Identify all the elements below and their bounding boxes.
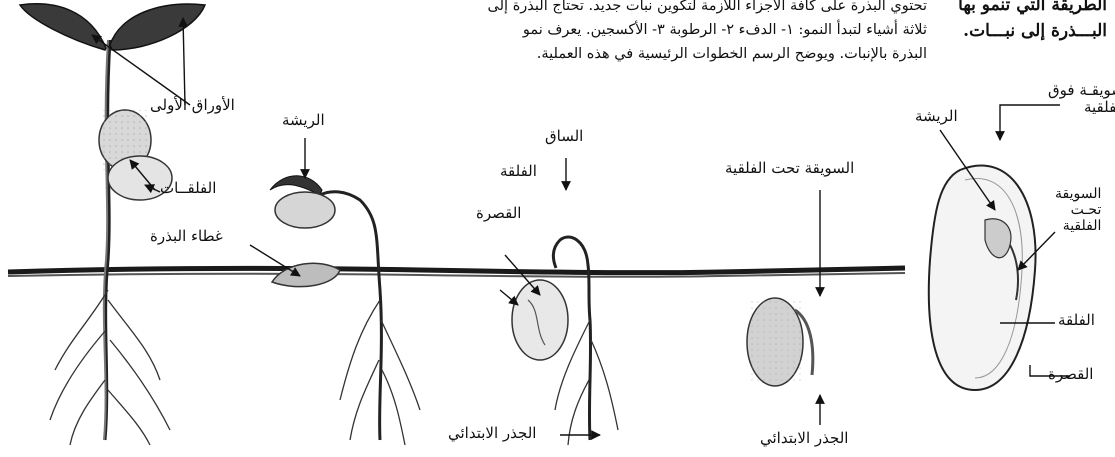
seed-outline [929, 166, 1036, 390]
plant-stage-young [270, 176, 420, 445]
label-epicotyl-line-2: الفلقية [1048, 99, 1115, 116]
leader-lines [92, 18, 1070, 435]
label-hypocotyl-seed: السويقة تحـت الفلقية [1055, 186, 1101, 234]
plant-stage-hook [512, 237, 618, 445]
label-cotyledon-seed: الفلقة [1058, 312, 1095, 329]
label-seed-coat-plant: غطاء البذرة [150, 228, 223, 245]
heading: الطريقة التي تنمو بها البـــذرة إلى نبــ… [958, 0, 1107, 44]
label-primary-root-mid: الجذر الابتدائي [448, 425, 536, 442]
paragraph-line-1: تحتوي البذرة على كافة الأجزاء اللازمة لت… [488, 0, 927, 18]
leaf-left [20, 4, 106, 50]
cotyledon-young [275, 192, 335, 228]
leaf-right [110, 4, 205, 50]
paragraph-line-3: البذرة بالإنبات. ويوضح الرسم الخطوات الر… [488, 42, 927, 66]
label-epicotyl-line-1: السويقـة فوق [1048, 82, 1115, 99]
label-plumule-seed: الريشة [915, 108, 958, 125]
label-stem: الساق [545, 128, 583, 145]
heading-line-2: البـــذرة إلى نبـــات. [958, 18, 1107, 44]
label-first-leaves: الأوراق الأولى [150, 97, 235, 114]
label-epicotyl: السويقـة فوق الفلقية [1048, 82, 1115, 117]
label-testa-seed: القصرة [1048, 366, 1093, 383]
seed-hook [512, 280, 568, 360]
label-hypocotyl-small: السويقة تحت الفلقية [725, 160, 854, 177]
label-hypocotyl-seed-line-3: الفلقية [1055, 218, 1101, 234]
label-testa-mid: القصرة [476, 205, 521, 222]
label-plumule-mid: الريشة [282, 112, 325, 129]
soil-line [8, 268, 905, 277]
label-cotyledons: الفلقــات [160, 180, 216, 197]
heading-line-1: الطريقة التي تنمو بها [958, 0, 1107, 18]
label-hypocotyl-seed-line-1: السويقة [1055, 186, 1101, 202]
label-hypocotyl-seed-line-2: تحـت [1055, 202, 1101, 218]
seed-cross-section [929, 166, 1036, 390]
paragraph-line-2: ثلاثة أشياء لتبدأ النمو: ١- الدفء ٢- الر… [488, 18, 927, 42]
label-primary-root-small: الجذر الابتدائي [760, 430, 848, 447]
plant-stage-radicle [747, 298, 813, 386]
plant-stage-tall [20, 4, 205, 445]
intro-paragraph: تحتوي البذرة على كافة الأجزاء اللازمة لت… [488, 0, 927, 66]
label-cotyledon-mid: الفلقة [500, 163, 537, 180]
